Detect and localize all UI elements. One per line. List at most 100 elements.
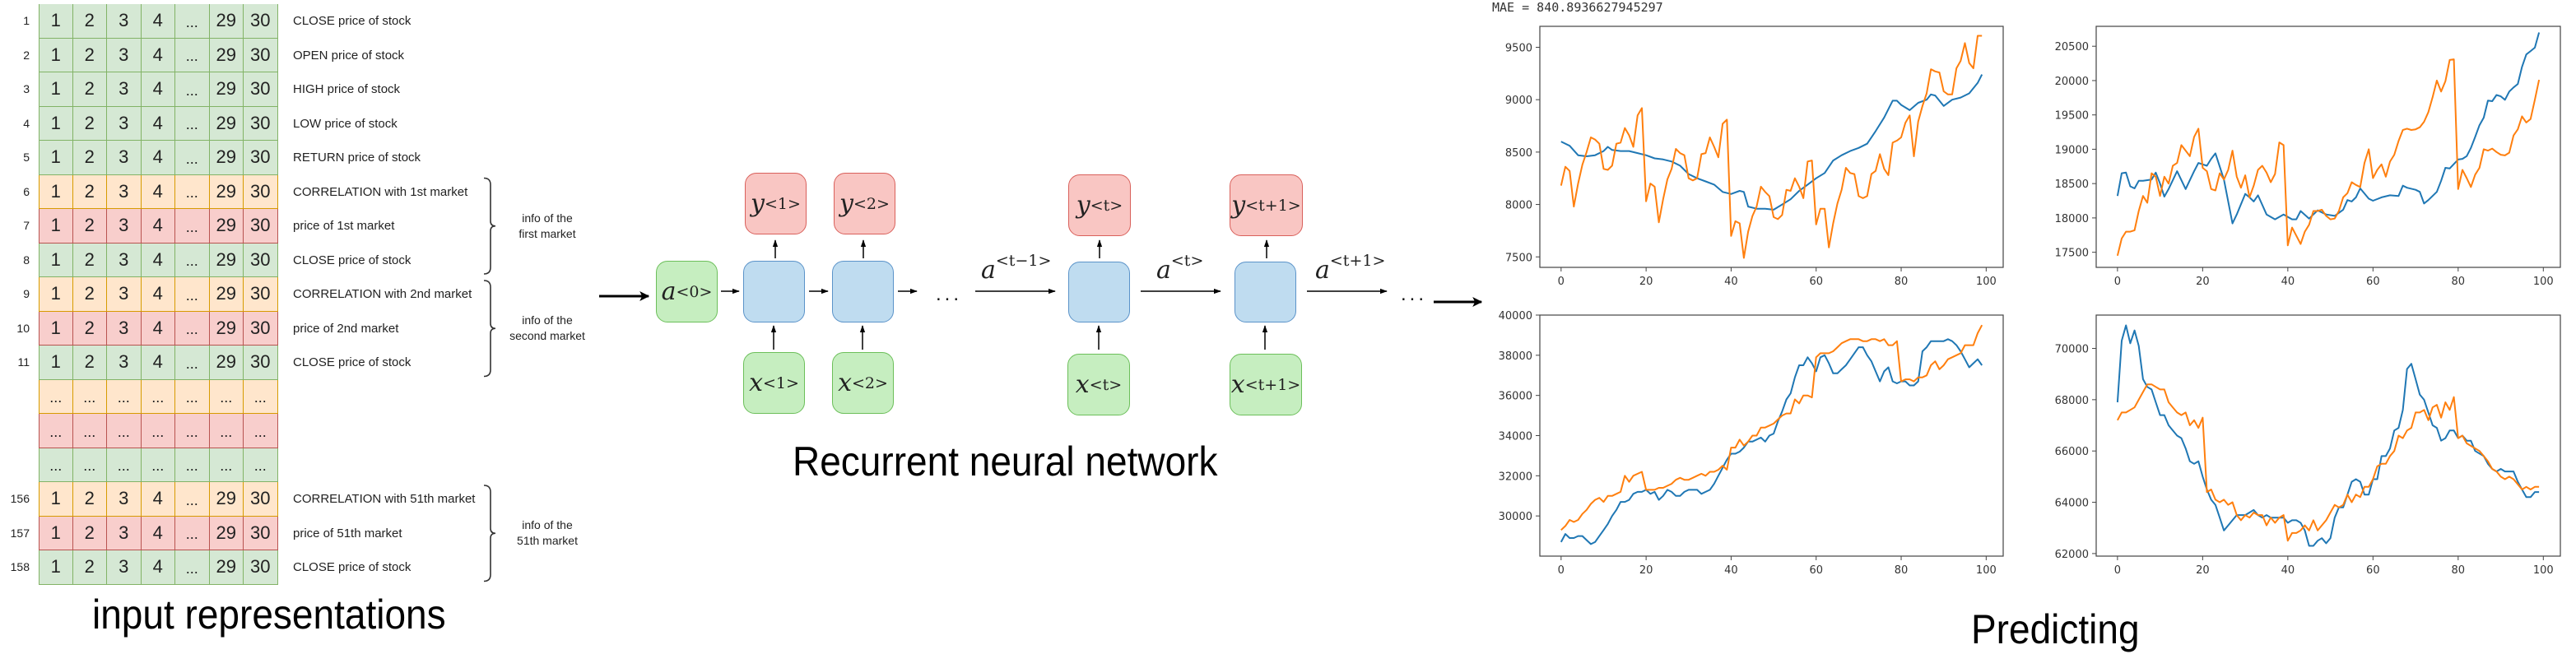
output-superscript: <2> xyxy=(853,194,890,213)
table-cell: 3 xyxy=(107,482,142,517)
series-predicted-line xyxy=(1560,35,1983,259)
table-cell: 3 xyxy=(107,243,142,277)
x-tick-label: 0 xyxy=(2114,276,2121,288)
table-cell: 2 xyxy=(72,277,107,312)
mae-readout: MAE = 840.8936627945297 xyxy=(1492,0,1663,15)
row-index: 2 xyxy=(23,48,30,62)
x-tick-label: 60 xyxy=(1809,276,1823,288)
table-cell: 29 xyxy=(209,311,244,346)
table-cell: ... xyxy=(175,311,210,346)
table-cell: 29 xyxy=(209,106,244,141)
table-cell: ... xyxy=(39,414,73,448)
hidden-label-t: a<t> xyxy=(1156,252,1204,285)
table-cell: 1 xyxy=(39,311,73,346)
table-cell: 3 xyxy=(107,174,142,209)
table-cell: 29 xyxy=(209,38,244,72)
hidden-label-t-minus-1: a<t−1> xyxy=(981,252,1052,285)
y-tick-label: 19000 xyxy=(2055,144,2089,156)
y-tick-label: 40000 xyxy=(1499,310,1532,322)
y-tick-label: 18000 xyxy=(2055,213,2089,225)
table-cell: 29 xyxy=(209,72,244,107)
table-cell: 29 xyxy=(209,516,244,550)
output-superscript: <t+1> xyxy=(1245,196,1301,215)
plot-frame xyxy=(1539,26,2004,268)
table-cell: ... xyxy=(175,38,210,72)
table-cell: 3 xyxy=(107,72,142,107)
row-index: 156 xyxy=(10,492,30,505)
table-cell: 30 xyxy=(244,346,278,380)
table-cell: 3 xyxy=(107,516,142,550)
x-tick-label: 80 xyxy=(1895,276,1909,288)
table-cell: ... xyxy=(72,414,107,448)
table-cell: 30 xyxy=(244,209,278,244)
table-cell: ... xyxy=(175,550,210,585)
table-cell: 1 xyxy=(39,277,73,312)
table-cell: 1 xyxy=(39,209,73,244)
output-node: y<1> xyxy=(745,173,807,234)
output-symbol: y xyxy=(839,189,853,218)
row-index: 158 xyxy=(10,560,30,573)
table-row: ..................... xyxy=(39,379,278,414)
x-tick-label: 20 xyxy=(1639,276,1653,288)
table-cell: 3 xyxy=(107,38,142,72)
group-label-line: info of the xyxy=(522,211,573,225)
input-symbol: x xyxy=(1230,370,1245,399)
table-cell: 4 xyxy=(141,516,175,550)
table-cell: 4 xyxy=(141,346,175,380)
plot-frame xyxy=(2095,314,2561,557)
series-actual-line xyxy=(2116,324,2540,547)
output-superscript: <t> xyxy=(1090,196,1123,215)
output-node: y<2> xyxy=(834,173,895,234)
table-cell: 3 xyxy=(107,550,142,585)
table-cell: 3 xyxy=(107,311,142,346)
x-tick-label: 100 xyxy=(1976,276,1997,288)
series-actual-line xyxy=(1560,338,1983,545)
table-cell: 30 xyxy=(244,174,278,209)
x-tick-label: 40 xyxy=(2281,276,2295,288)
table-cell: ... xyxy=(175,72,210,107)
table-cell: 4 xyxy=(141,277,175,312)
table-cell: 2 xyxy=(72,516,107,550)
y-tick-label: 32000 xyxy=(1499,471,1532,483)
y-tick-label: 20000 xyxy=(2055,76,2089,88)
x-tick-label: 60 xyxy=(2366,564,2380,577)
row-index: 5 xyxy=(23,151,30,164)
y-tick-label: 7500 xyxy=(1505,252,1532,264)
x-tick-label: 40 xyxy=(1724,276,1738,288)
table-cell: 4 xyxy=(141,550,175,585)
table-cell: ... xyxy=(141,448,175,482)
row-description: price of 51th market xyxy=(293,526,402,540)
input-caption: input representations xyxy=(92,591,446,638)
table-cell: ... xyxy=(72,448,107,482)
y-tick-label: 9500 xyxy=(1505,42,1532,54)
table-cell: 29 xyxy=(209,346,244,380)
table-cell: ... xyxy=(175,4,210,39)
table-cell: 29 xyxy=(209,550,244,585)
row-description: CLOSE price of stock xyxy=(293,355,412,369)
table-cell: ... xyxy=(107,379,142,414)
output-superscript: <1> xyxy=(765,194,801,213)
rnn-cell xyxy=(832,261,894,322)
table-cell: 3 xyxy=(107,277,142,312)
row-index: 9 xyxy=(23,287,30,300)
table-cell: 1 xyxy=(39,243,73,277)
table-cell: 4 xyxy=(141,72,175,107)
y-tick-label: 34000 xyxy=(1499,431,1532,443)
row-index: 157 xyxy=(10,526,30,540)
table-cell: 1 xyxy=(39,38,73,72)
input-node: x<1> xyxy=(743,352,805,414)
table-cell: ... xyxy=(209,414,244,448)
table-cell: 29 xyxy=(209,209,244,244)
table-cell: 2 xyxy=(72,243,107,277)
table-cell: ... xyxy=(175,209,210,244)
table-cell: 30 xyxy=(244,4,278,39)
vertical-arrows xyxy=(770,239,1270,350)
output-node: y<t> xyxy=(1068,174,1131,236)
